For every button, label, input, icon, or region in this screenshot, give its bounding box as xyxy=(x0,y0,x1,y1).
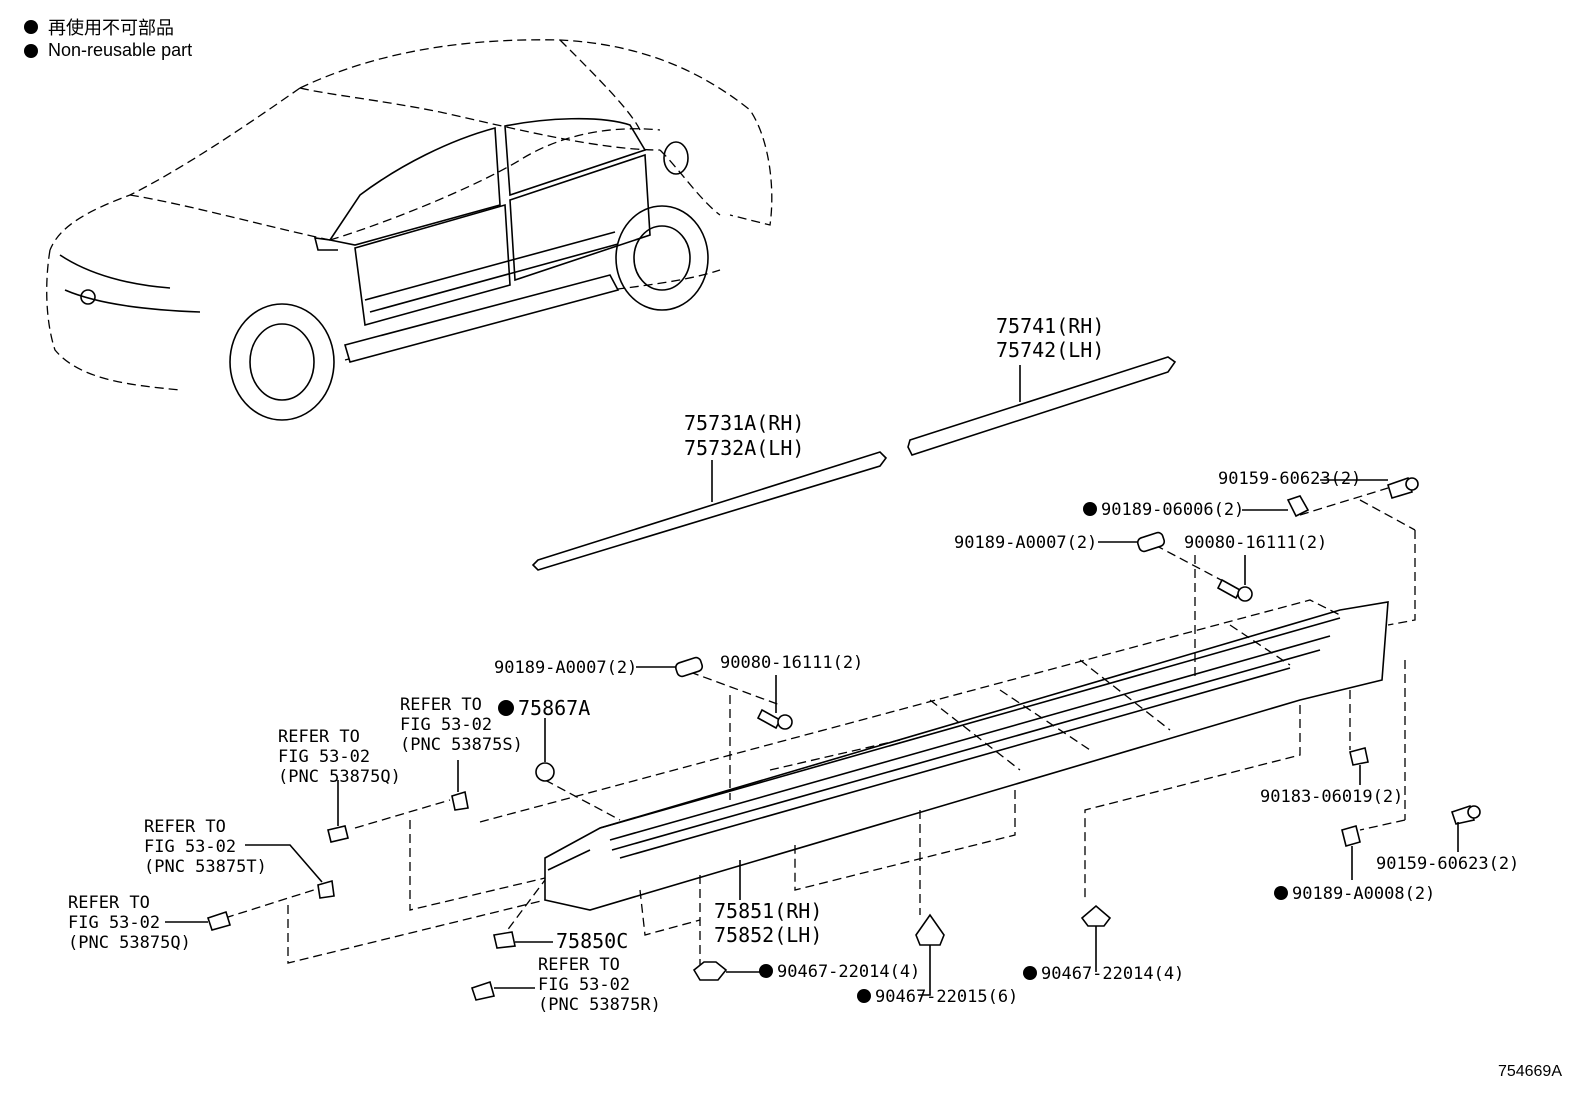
refer-q-lower-line1: REFER TO xyxy=(68,893,150,913)
label-75850c: 75850C xyxy=(556,929,628,953)
refer-r-line1: REFER TO xyxy=(538,955,620,975)
refer-q-lower-line2: FIG 53-02 xyxy=(68,913,160,933)
nut-90467-22014-left xyxy=(692,961,762,981)
rocker-panel-75851 xyxy=(544,601,1389,911)
refer-q-upper-line1: REFER TO xyxy=(278,727,360,747)
label-75731a: 75731A(RH) xyxy=(684,411,804,435)
non-reusable-dot-icon xyxy=(1274,886,1288,900)
label-90080-16111-upper: 90080-16111(2) xyxy=(1184,533,1327,553)
label-75741: 75741(RH) xyxy=(996,314,1104,338)
label-75867a: 75867A xyxy=(518,696,590,720)
moulding-75741 xyxy=(907,356,1177,456)
label-75851: 75851(RH) xyxy=(714,899,822,923)
non-reusable-dot-icon xyxy=(1083,502,1097,516)
clip-90183-06019 xyxy=(1349,747,1369,785)
fastener-90159-60623-upper xyxy=(1320,476,1419,499)
clip-53875t xyxy=(245,844,335,899)
grommet-90189-a0007-lower xyxy=(636,656,704,678)
bolt-53875q-upper xyxy=(327,780,349,843)
non-reusable-dot-icon xyxy=(759,964,773,978)
label-90189-a0007-upper: 90189-A0007(2) xyxy=(954,533,1097,553)
label-90159-60623-lower: 90159-60623(2) xyxy=(1376,854,1519,874)
label-75742: 75742(LH) xyxy=(996,338,1104,362)
refer-s-line3: (PNC 53875S) xyxy=(400,735,523,755)
clip-53875s xyxy=(451,760,469,811)
refer-q-upper-line2: FIG 53-02 xyxy=(278,747,370,767)
clip-90189-a0008 xyxy=(1341,825,1361,880)
legend-jp-text: 再使用不可部品 xyxy=(48,18,174,38)
nut-90467-22014-right xyxy=(1080,904,1112,972)
label-90080-16111-lower: 90080-16111(2) xyxy=(720,653,863,673)
screw-90080-16111-lower xyxy=(756,675,793,730)
non-reusable-dot-icon xyxy=(857,989,871,1003)
legend-en-text: Non-reusable part xyxy=(48,40,193,60)
legend-non-reusable-en: Non-reusable part xyxy=(24,40,192,61)
label-90189-06006: 90189-06006(2) xyxy=(1101,500,1244,520)
label-90467-22014-left: 90467-22014(4) xyxy=(777,962,920,982)
non-reusable-dot-icon xyxy=(1023,966,1037,980)
refer-t-line1: REFER TO xyxy=(144,817,226,837)
bolt-90159-60623-lower xyxy=(1450,804,1481,852)
refer-t-line2: FIG 53-02 xyxy=(144,837,236,857)
label-90467-22014-right: 90467-22014(4) xyxy=(1041,964,1184,984)
refer-t-line3: (PNC 53875T) xyxy=(144,857,267,877)
screw-90080-16111-upper xyxy=(1216,555,1253,602)
clip-90189-06006 xyxy=(1242,495,1310,518)
label-90183-06019: 90183-06019(2) xyxy=(1260,787,1403,807)
bolt-53875r xyxy=(470,980,535,1001)
bracket-75850c xyxy=(493,931,553,949)
refer-q-lower-line3: (PNC 53875Q) xyxy=(68,933,191,953)
moulding-75731a xyxy=(531,451,888,571)
figure-id: 754669A xyxy=(1497,1063,1562,1080)
assembly-dashed-lines xyxy=(224,487,1416,965)
label-90189-a0007-lower: 90189-A0007(2) xyxy=(494,658,637,678)
grommet-90189-a0007-upper xyxy=(1098,531,1166,553)
refer-s-line1: REFER TO xyxy=(400,695,482,715)
label-90159-60623-upper: 90159-60623(2) xyxy=(1218,469,1361,489)
car-illustration xyxy=(46,39,773,421)
label-90467-22015: 90467-22015(6) xyxy=(875,987,1018,1007)
refer-r-line3: (PNC 53875R) xyxy=(538,995,661,1015)
refer-s-line2: FIG 53-02 xyxy=(400,715,492,735)
bolt-53875q-lower xyxy=(165,910,232,931)
nut-90467-22015 xyxy=(915,913,945,996)
label-75732a: 75732A(LH) xyxy=(684,436,804,460)
legend-non-reusable-jp: 再使用不可部品 xyxy=(24,14,174,40)
non-reusable-dot-icon xyxy=(498,700,514,716)
refer-q-upper-line3: (PNC 53875Q) xyxy=(278,767,401,787)
refer-r-line2: FIG 53-02 xyxy=(538,975,630,995)
label-75852: 75852(LH) xyxy=(714,923,822,947)
bullet-icon xyxy=(24,20,38,34)
bullet-icon xyxy=(24,43,38,58)
label-90189-a0008: 90189-A0008(2) xyxy=(1292,884,1435,904)
clip-75867a xyxy=(535,718,555,782)
